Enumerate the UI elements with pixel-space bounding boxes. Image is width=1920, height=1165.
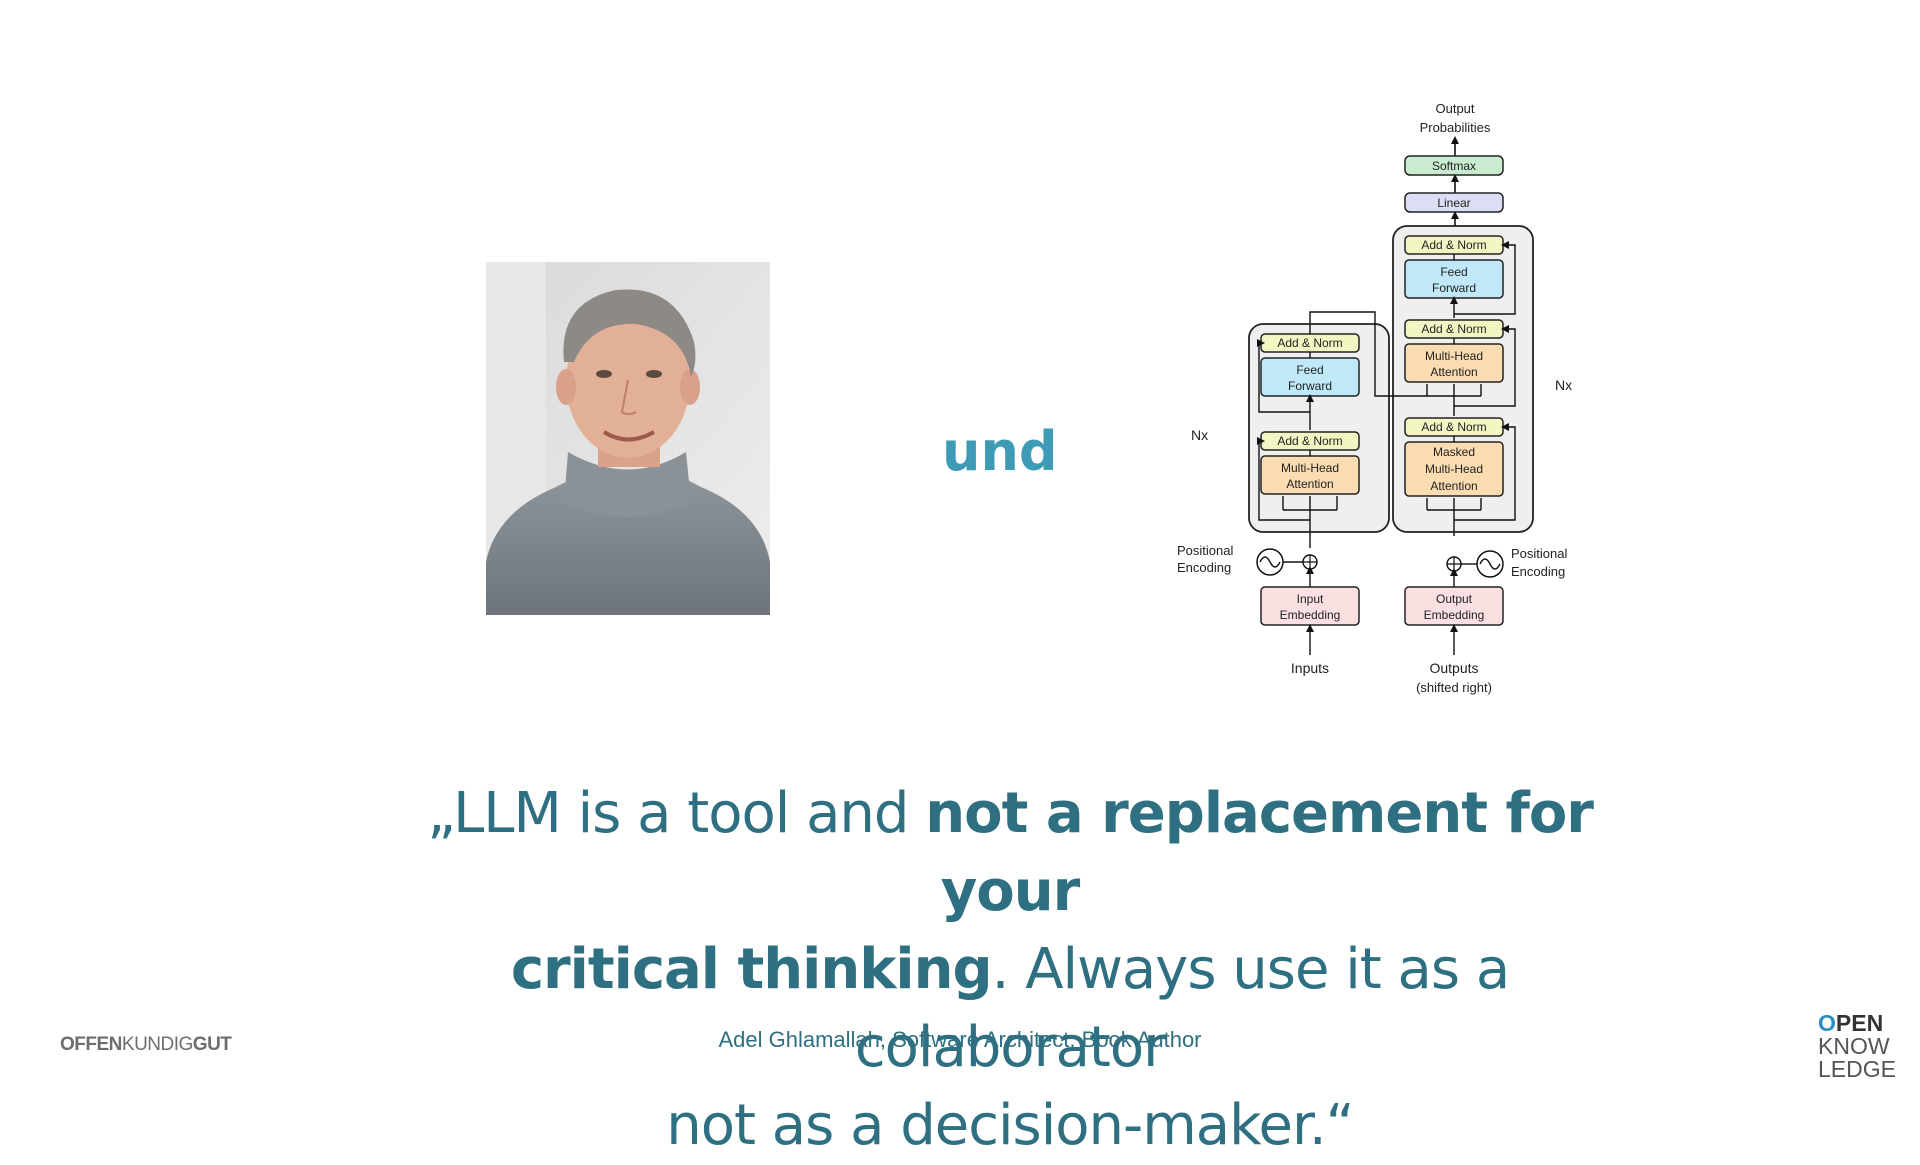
speaker-photo [486, 262, 770, 615]
logo-offen: OFFEN [60, 1034, 122, 1055]
logo-open-pen: PEN [1835, 1010, 1884, 1036]
logo-know: KNOW [1818, 1033, 1890, 1059]
transformer-architecture-diagram: Output Probabilities Softmax Linear Nx A… [1177, 101, 1572, 695]
pos-enc-left-1: Positional [1177, 543, 1233, 558]
decoder-ff-label-2: Forward [1432, 281, 1476, 295]
linear-label: Linear [1437, 196, 1470, 210]
quote-rest: . Always use it as a colaborator [854, 937, 1510, 1080]
open-knowledge-logo: OPEN KNOW LEDGE [1818, 1012, 1896, 1081]
input-emb-label-2: Embedding [1280, 608, 1341, 622]
encoder-mha-label-2: Attention [1286, 477, 1333, 491]
decoder-mha-label-1: Multi-Head [1425, 349, 1483, 363]
output-probabilities-label-1: Output [1435, 101, 1474, 116]
quote-attribution: Adel Ghlamallah, Software Architect, Boo… [718, 1027, 1202, 1052]
encoder-nx-label: Nx [1191, 427, 1208, 443]
masked-label-1: Masked [1433, 445, 1475, 459]
portrait-illustration [486, 262, 770, 615]
output-probabilities-label-2: Probabilities [1420, 120, 1491, 135]
encoder-add-norm-2-label: Add & Norm [1277, 336, 1342, 350]
quote-bold-1: not a replacement for your [925, 781, 1594, 924]
quote-line-3: not as a decision-maker.“ [666, 1093, 1354, 1158]
decoder-nx-label: Nx [1555, 377, 1572, 393]
decoder-add-norm-1-label: Add & Norm [1421, 420, 1486, 434]
output-emb-label-1: Output [1436, 592, 1473, 606]
encoder-add-norm-1-label: Add & Norm [1277, 434, 1342, 448]
logo-open-line: OPEN [1818, 1012, 1896, 1035]
decoder-ff-label-1: Feed [1440, 265, 1467, 279]
output-emb-label-2: Embedding [1424, 608, 1485, 622]
outputs-label-2: (shifted right) [1416, 680, 1492, 695]
encoder-ff-label-1: Feed [1296, 363, 1323, 377]
pos-enc-left-2: Encoding [1177, 560, 1231, 575]
quote: „LLM is a tool and not a replacement for… [370, 775, 1650, 1165]
masked-label-2: Multi-Head [1425, 462, 1483, 476]
quote-bold-2: critical thinking [510, 937, 993, 1002]
encoder-ff-label-2: Forward [1288, 379, 1332, 393]
pos-enc-right-1: Positional [1511, 546, 1567, 561]
logo-ledge: LEDGE [1818, 1056, 1896, 1082]
logo-kundig: KUNDIG [121, 1034, 193, 1055]
decoder-add-norm-3-label: Add & Norm [1421, 238, 1486, 252]
masked-label-3: Attention [1430, 479, 1477, 493]
encoder-mha-label-1: Multi-Head [1281, 461, 1339, 475]
pos-enc-right-2: Encoding [1511, 564, 1565, 579]
connector-word: und [942, 420, 1058, 483]
inputs-label: Inputs [1291, 660, 1329, 676]
quote-open: „LLM is a tool and [427, 781, 926, 846]
offenkundiggut-logo: OFFENKUNDIGGUT [60, 1034, 232, 1056]
input-emb-label-1: Input [1297, 592, 1324, 606]
softmax-label: Softmax [1432, 159, 1476, 173]
decoder-add-norm-2-label: Add & Norm [1421, 322, 1486, 336]
outputs-label-1: Outputs [1429, 660, 1478, 676]
decoder-mha-label-2: Attention [1430, 365, 1477, 379]
encoder-block [1248, 323, 1390, 533]
logo-open-o: O [1818, 1010, 1836, 1036]
logo-gut: GUT [192, 1034, 232, 1055]
